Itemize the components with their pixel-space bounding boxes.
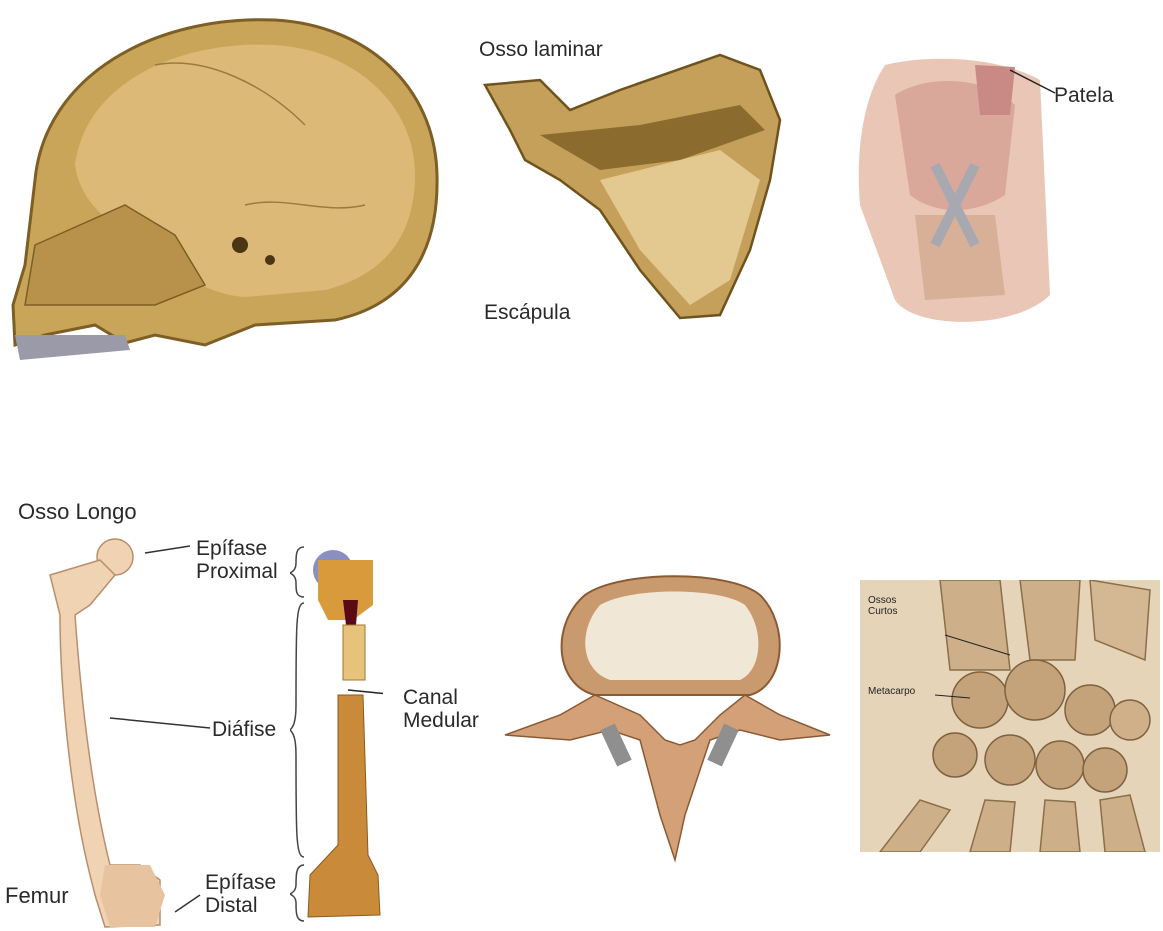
label-osso-laminar: Osso laminar: [479, 38, 603, 61]
label-metacarpo: Metacarpo: [868, 686, 915, 697]
hand-image: [860, 580, 1160, 852]
label-epifase-proximal: Epífase Proximal: [196, 537, 278, 583]
label-ossos-curtos: Ossos Curtos: [868, 595, 897, 617]
patela-pointer-line: [1010, 68, 1060, 98]
vertebra-image: [500, 565, 840, 870]
label-patela: Patela: [1054, 84, 1114, 107]
label-escapula: Escápula: [484, 301, 570, 324]
scapula-illustration: [480, 50, 800, 330]
vertebra-illustration: [500, 565, 840, 870]
label-canal-medular: Canal Medular: [403, 686, 479, 732]
label-diafise: Diáfise: [212, 718, 276, 741]
cut-femur-illustration: [298, 545, 383, 925]
label-epifase-distal: Epífase Distal: [205, 871, 276, 917]
scapula-image: [480, 50, 800, 330]
cut-femur-image: [298, 545, 383, 925]
femur-pointer-lines: [0, 0, 300, 931]
hand-illustration: [860, 580, 1160, 852]
